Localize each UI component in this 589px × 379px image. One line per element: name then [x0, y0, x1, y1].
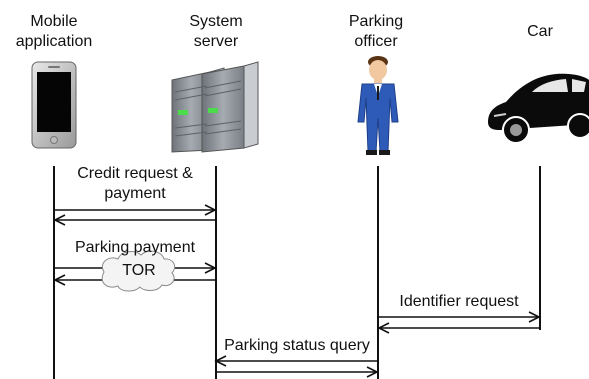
actor-label-car: Car	[527, 23, 553, 40]
message-label-parking-payment: Parking payment	[74, 239, 196, 256]
credit-request-arrow	[54, 204, 217, 216]
parking-officer-icon	[357, 56, 399, 155]
identifier-request-arrow	[378, 311, 541, 323]
actor-label-mobile: Mobile application	[15, 13, 93, 50]
car-icon	[488, 73, 589, 144]
message-label-credit: Credit request & payment	[77, 165, 193, 202]
status-query-arrow	[214, 355, 379, 367]
mobile-phone-icon	[31, 61, 77, 149]
tor-cloud-label: TOR	[122, 262, 156, 279]
actor-label-officer: Parking officer	[348, 13, 404, 50]
message-label-identifier: Identifier request	[399, 293, 519, 310]
status-response-arrow	[216, 366, 379, 378]
actor-label-server: System server	[189, 13, 243, 50]
tor-cloud-shape	[101, 250, 176, 292]
server-rack-icon	[171, 61, 259, 153]
credit-response-arrow	[53, 214, 216, 226]
message-label-status-query: Parking status query	[224, 337, 370, 354]
identifier-response-arrow	[377, 322, 540, 334]
